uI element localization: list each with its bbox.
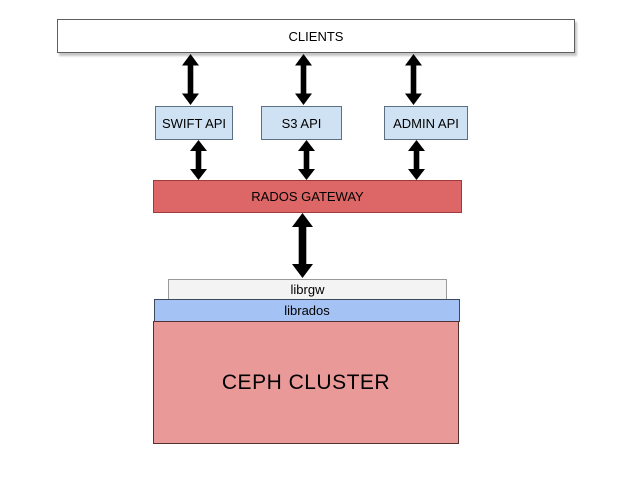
- node-s3-api: S3 API: [261, 106, 342, 140]
- double-arrow-icon: [408, 140, 425, 180]
- double-arrow-icon: [292, 213, 313, 278]
- node-librados: librados: [154, 299, 460, 322]
- node-librgw: librgw: [168, 279, 447, 300]
- double-arrow-icon: [405, 54, 422, 105]
- double-arrow-icon: [190, 140, 207, 180]
- node-clients: CLIENTS: [57, 19, 575, 53]
- node-rados-gateway: RADOS GATEWAY: [153, 180, 462, 213]
- node-swift-api: SWIFT API: [155, 106, 233, 140]
- double-arrow-icon: [182, 54, 199, 105]
- double-arrow-icon: [298, 140, 315, 180]
- node-admin-api: ADMIN API: [384, 106, 468, 140]
- double-arrow-icon: [295, 54, 312, 105]
- node-ceph-cluster: CEPH CLUSTER: [153, 321, 459, 444]
